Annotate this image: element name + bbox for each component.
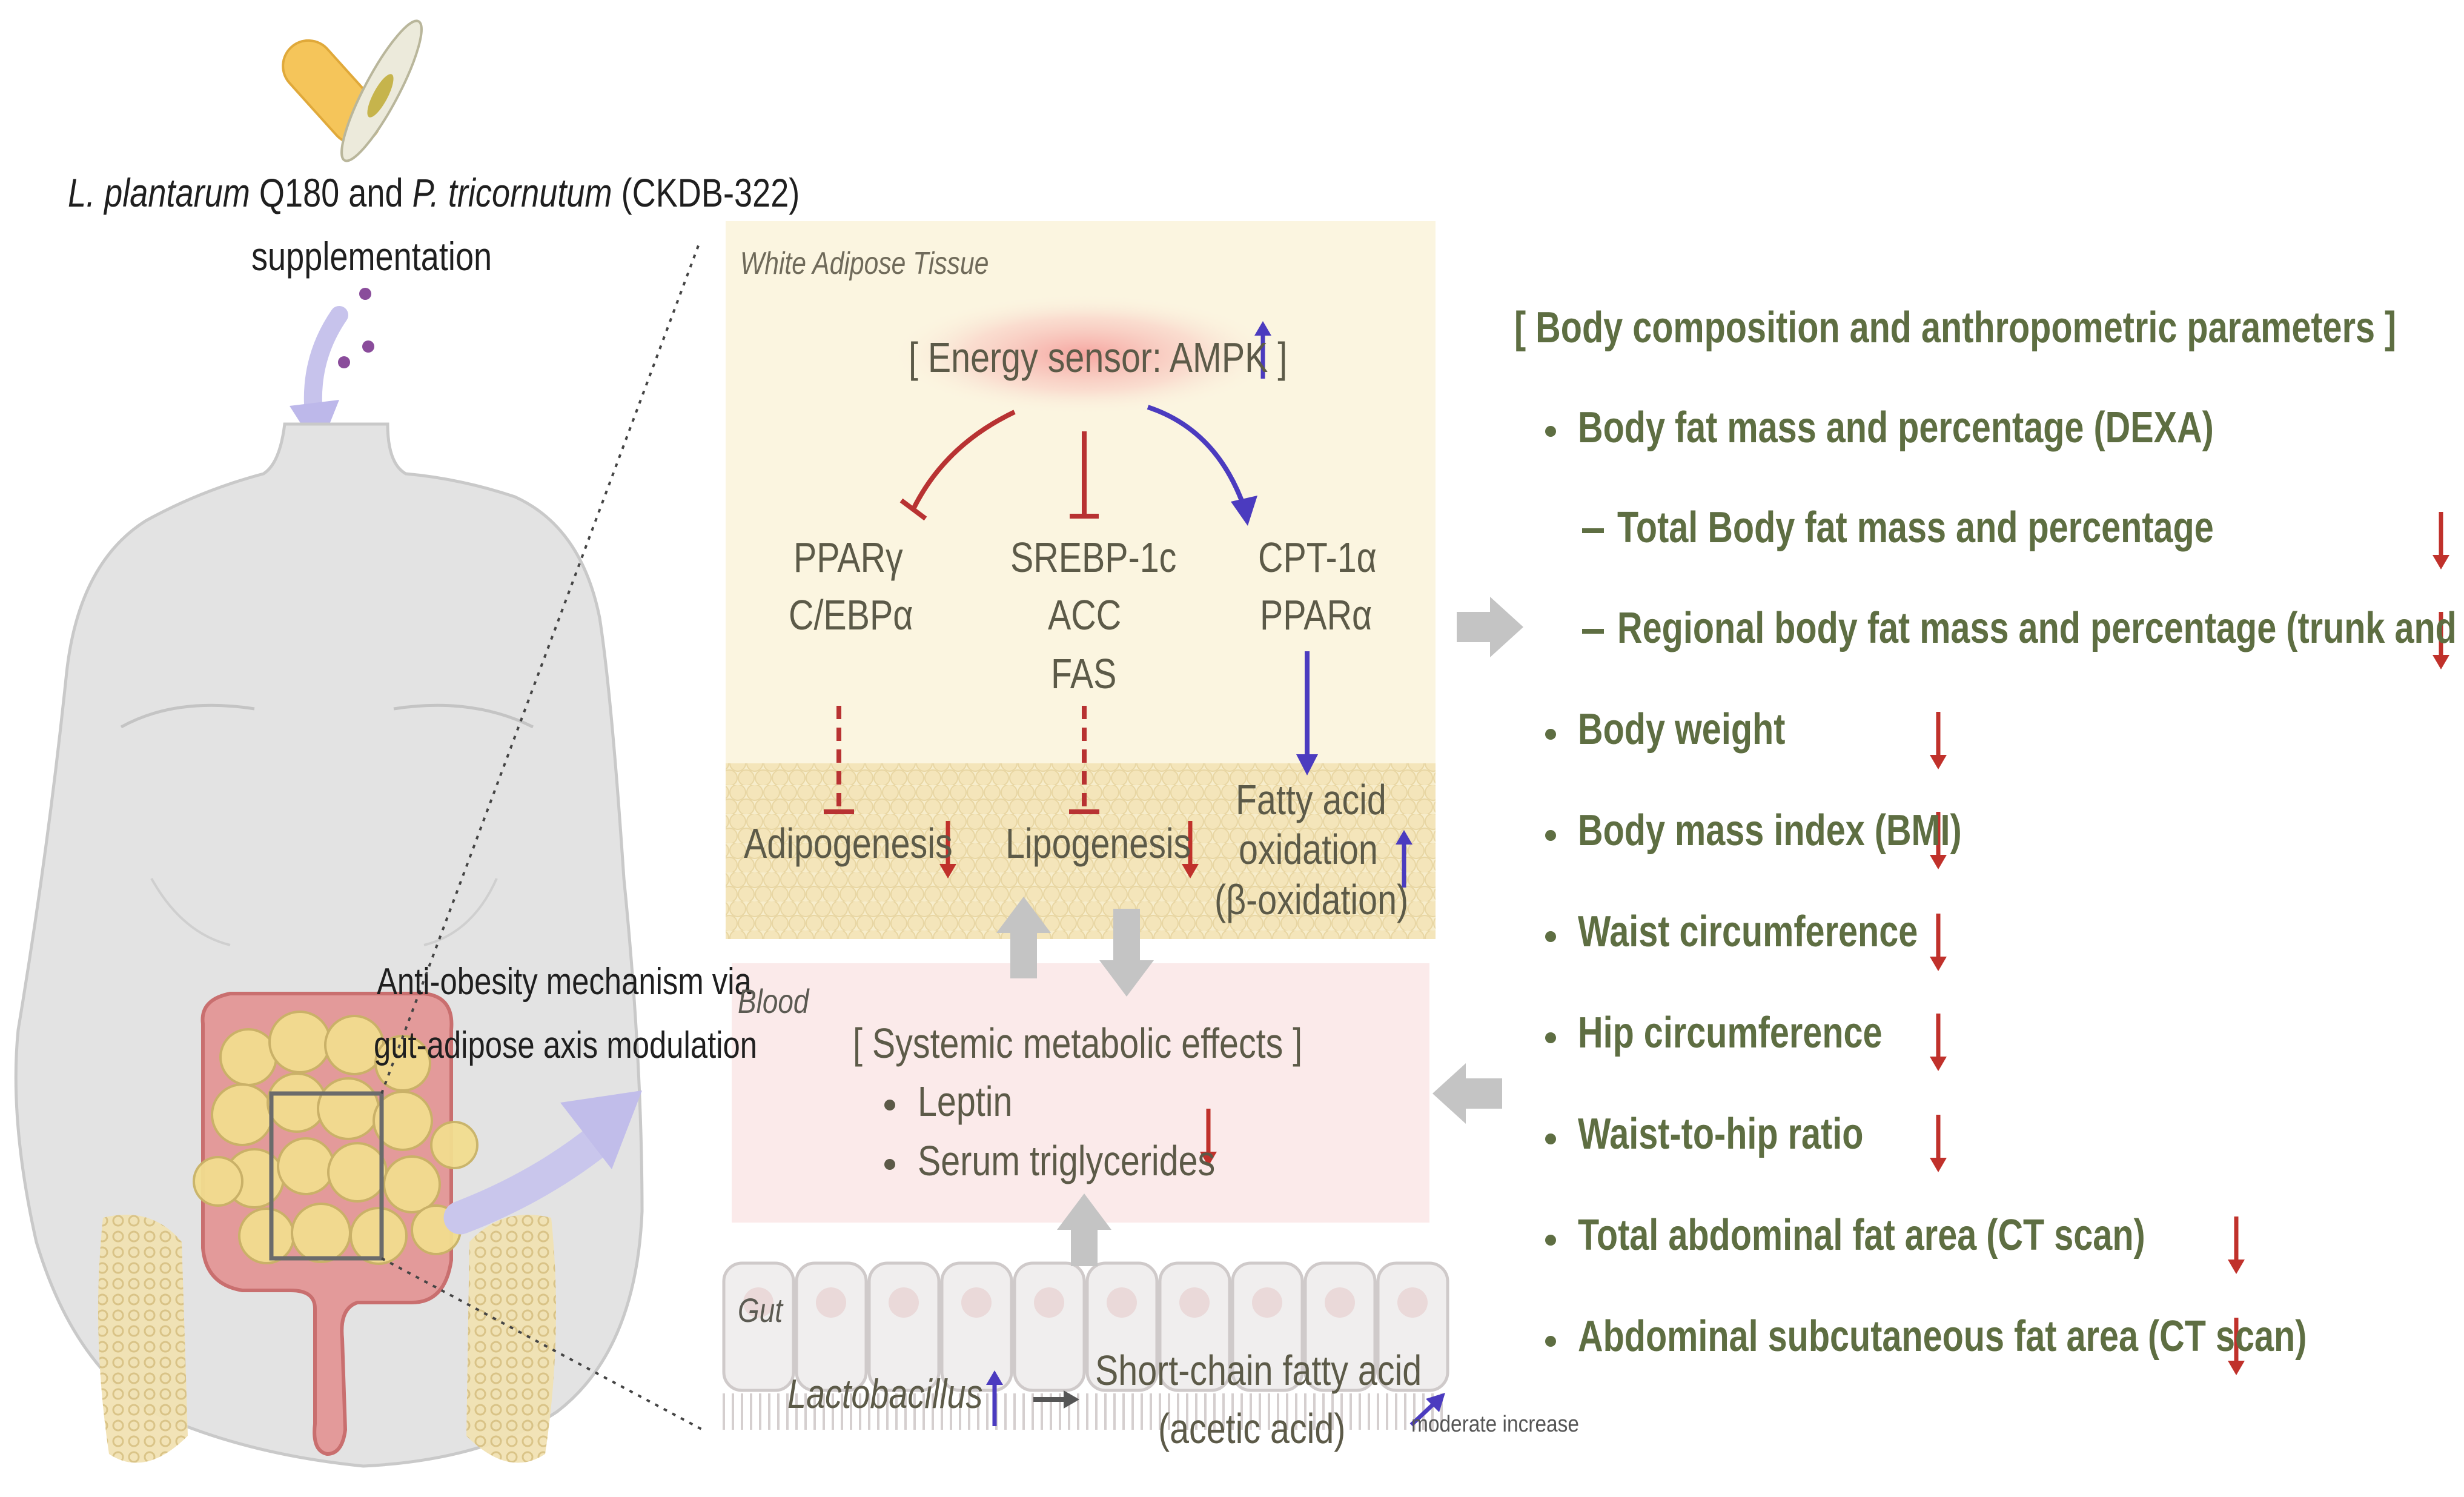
- body-weight-down-arrow: [1930, 712, 1947, 769]
- triglycerides-bullet: [884, 1159, 895, 1170]
- regional-fat-down-arrow: [2433, 612, 2449, 669]
- leptin-label: Leptin: [918, 1078, 1013, 1125]
- wat-fat-band: [726, 763, 1436, 939]
- param-dash: [1582, 629, 1604, 634]
- wat-label: White Adipose Tissue: [740, 246, 989, 281]
- total-fat-down-arrow: [2433, 512, 2449, 569]
- lipogenesis-label: Lipogenesis: [1005, 820, 1191, 867]
- ppara-label: PPARα: [1260, 591, 1373, 639]
- triglycerides-label: Serum triglycerides: [918, 1137, 1216, 1184]
- whr-down-arrow: [1930, 1115, 1947, 1172]
- param-bullet: [1545, 931, 1556, 942]
- pparg-label: PPARγ: [793, 534, 903, 581]
- callout-line-1: Anti-obesity mechanism via: [377, 961, 752, 1003]
- param-bullet: [1545, 426, 1556, 437]
- adipogenesis-down-arrow: [939, 821, 956, 878]
- species-2: P. tricornutum: [412, 170, 612, 215]
- moderate-increase-legend: moderate increase: [1411, 1412, 1579, 1437]
- fas-label: FAS: [1051, 650, 1117, 697]
- param-sub-total: Total Body fat mass and percentage: [1617, 503, 2214, 552]
- cebpa-label: C/EBPα: [789, 591, 913, 639]
- subcutaneous-down-arrow: [2228, 1318, 2245, 1375]
- fao-line-2: oxidation: [1239, 826, 1378, 873]
- acc-label: ACC: [1048, 591, 1122, 639]
- param-body-weight: Body weight: [1578, 705, 1786, 754]
- srebp1c-label: SREBP-1c: [1010, 534, 1177, 581]
- hip-down-arrow: [1930, 1014, 1947, 1071]
- leptin-bullet: [884, 1100, 895, 1110]
- gut-label: Gut: [738, 1291, 783, 1329]
- param-dash: [1582, 528, 1604, 533]
- lipogenesis-down-arrow: [1182, 821, 1199, 878]
- zoom-box: [269, 1091, 384, 1261]
- lactobacillus-up-arrow: [986, 1370, 1003, 1426]
- thigh-fat-left: [98, 1215, 188, 1463]
- param-dexa: Body fat mass and percentage (DEXA): [1578, 403, 2214, 452]
- intestine-illustration: [193, 992, 479, 1456]
- param-bullet: [1545, 1336, 1556, 1347]
- param-waist: Waist circumference: [1578, 908, 1918, 956]
- param-hip: Hip circumference: [1578, 1009, 1883, 1057]
- diatom-icon: [340, 19, 423, 162]
- pparg-inhibit-adipogenesis: [824, 706, 854, 814]
- ampk-glow: [890, 294, 1278, 415]
- params-title: [ Body composition and anthropometric pa…: [1514, 304, 2397, 352]
- param-bullet: [1545, 1134, 1556, 1144]
- ampk-sensor: [ Energy sensor: AMPK ]: [909, 334, 1288, 381]
- param-bullet: [1545, 1235, 1556, 1246]
- param-bullet: [1545, 1032, 1556, 1043]
- cpt1a-label: CPT-1α: [1258, 534, 1377, 581]
- bmi-down-arrow: [1930, 812, 1947, 869]
- blood-panel: [732, 963, 1429, 1223]
- param-bullet: [1545, 729, 1556, 740]
- scfa-sub-label: (acetic acid): [1158, 1405, 1346, 1452]
- fao-line-1: Fatty acid: [1236, 776, 1386, 823]
- callout-line-2: gut-adipose axis modulation: [374, 1024, 758, 1066]
- triglycerides-down-arrow: [1200, 1109, 1217, 1166]
- scfa-label: Short-chain fatty acid: [1095, 1347, 1422, 1394]
- supplement-caption-line-2: supplementation: [251, 234, 492, 279]
- thigh-fat-right: [466, 1215, 556, 1463]
- ampk-inhibit-pparg-arrow: [899, 410, 1016, 521]
- gut-epithelium: [722, 1261, 1449, 1430]
- status-arrows: [939, 321, 2449, 1427]
- ampk-activate-cpt1a-arrow: [1147, 405, 1257, 526]
- strain-2: (CKDB-322): [621, 170, 800, 215]
- param-sub-regional: Regional body fat mass and percentage (t…: [1617, 604, 2464, 652]
- cpt1a-to-fao-arrow: [1296, 651, 1318, 775]
- ampk-up-arrow: [1254, 321, 1271, 379]
- param-whr: Waist-to-hip ratio: [1578, 1110, 1864, 1158]
- supplement-caption: L. plantarum Q180 and P. tricornutum (CK…: [68, 170, 800, 216]
- total-abdominal-down-arrow: [2228, 1217, 2245, 1274]
- lactobacillus-label: Lactobacillus: [787, 1371, 983, 1417]
- param-subcutaneous: Abdominal subcutaneous fat area (CT scan…: [1578, 1312, 2307, 1361]
- strain-1: Q180 and: [259, 170, 403, 215]
- callout-arrow: [443, 1090, 642, 1235]
- param-total-abdominal: Total abdominal fat area (CT scan): [1578, 1211, 2145, 1260]
- ampk-inhibit-srebp-arrow: [1070, 431, 1099, 519]
- block-arrows: [996, 597, 1523, 1266]
- scfa-moderate-increase-arrow: [1409, 1393, 1445, 1427]
- species-1: L. plantarum: [68, 170, 250, 215]
- zoom-lines: [380, 242, 703, 1431]
- param-bullet: [1545, 830, 1556, 841]
- fao-line-3: (β-oxidation): [1214, 876, 1409, 923]
- param-bmi: Body mass index (BMI): [1578, 806, 1962, 855]
- lactobacillus-to-scfa-arrow: [1033, 1390, 1079, 1409]
- blood-title: [ Systemic metabolic effects ]: [853, 1020, 1303, 1067]
- srebp-inhibit-lipogenesis: [1069, 706, 1099, 814]
- fao-up-arrow: [1396, 830, 1412, 888]
- waist-down-arrow: [1930, 914, 1947, 971]
- blood-label: Blood: [738, 982, 809, 1020]
- adipogenesis-label: Adipogenesis: [744, 820, 953, 867]
